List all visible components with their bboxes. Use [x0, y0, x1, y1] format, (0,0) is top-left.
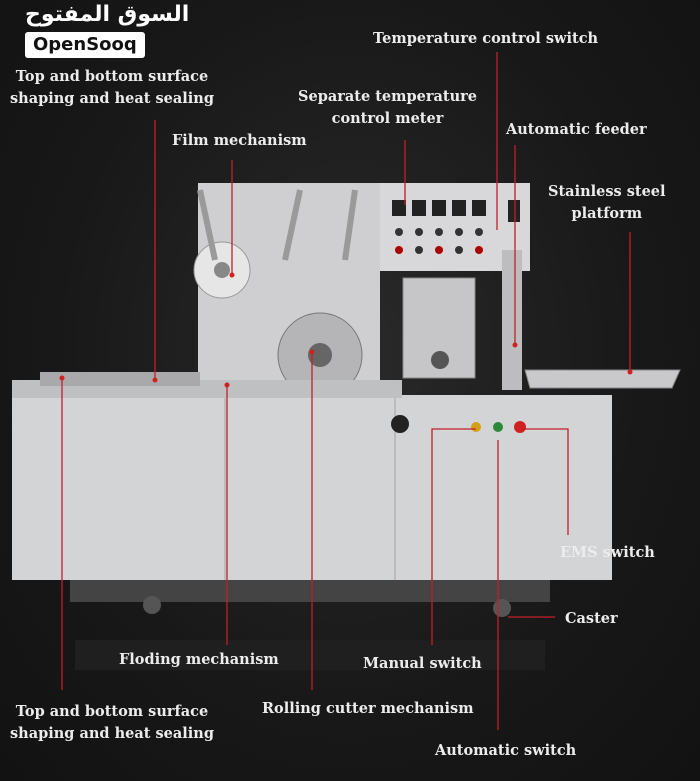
manual-switch-button [471, 422, 481, 432]
stainless-platform [524, 369, 681, 389]
temperature-meters [392, 200, 520, 222]
label-manual-switch: Manual switch [363, 655, 482, 672]
power-knob [391, 415, 409, 433]
feeder-column [502, 250, 522, 390]
floor-shadow [75, 640, 545, 670]
leader-lines [61, 52, 631, 730]
label-automatic-feeder: Automatic feeder [506, 121, 647, 138]
label-ems-switch: EMS switch [560, 544, 655, 561]
opensooq-arabic-logo: السوق المفتوح [25, 2, 190, 27]
control-knobs [395, 228, 483, 254]
label-caster: Caster [565, 610, 618, 627]
label-film-mechanism: Film mechanism [172, 132, 307, 149]
label-automatic-switch: Automatic switch [435, 742, 577, 759]
rollers [197, 189, 358, 261]
ems-switch-button [514, 421, 526, 433]
label-folding-mechanism: Floding mechanism [119, 651, 279, 668]
label-rolling-cutter: Rolling cutter mechanism [262, 700, 474, 717]
machine-base [70, 580, 550, 602]
automatic-switch-button [493, 422, 503, 432]
label-temperature-control-switch: Temperature control switch [373, 30, 599, 47]
opensooq-logo: OpenSooq [25, 32, 145, 58]
